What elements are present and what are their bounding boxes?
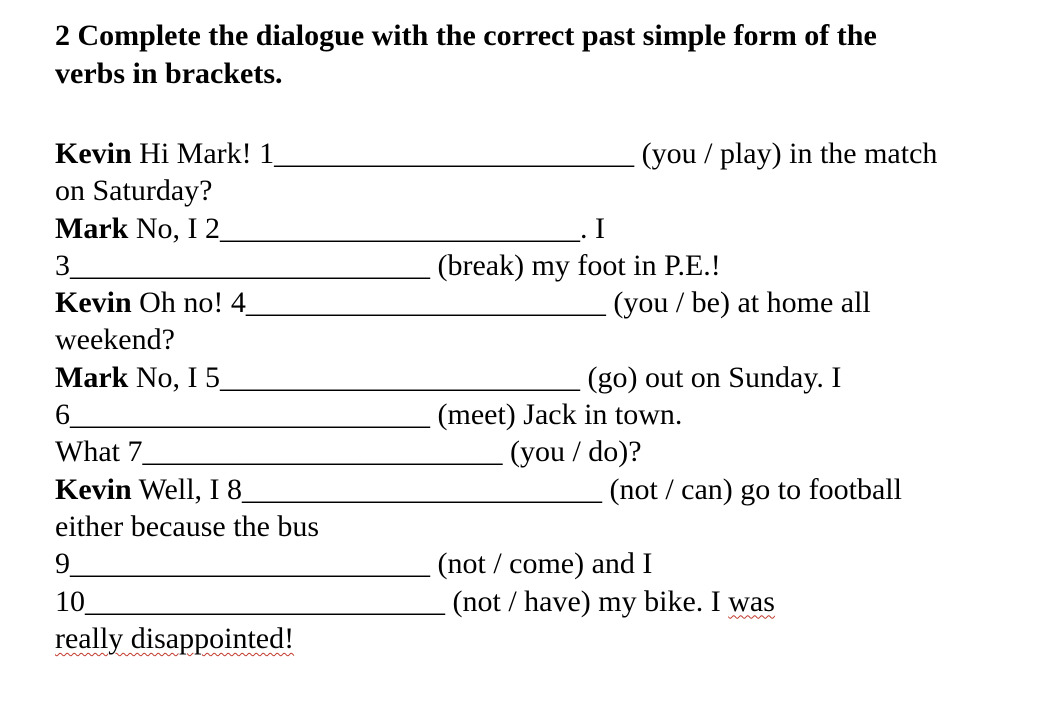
dialogue-line-1: Kevin Hi Mark! 1________________________… xyxy=(55,135,1045,172)
dialogue-line-4: 3________________________ (break) my foo… xyxy=(55,247,1045,284)
line-text: either because the bus xyxy=(55,509,320,543)
line-text: What 7________________________ (you / do… xyxy=(55,435,642,469)
line-text: 3________________________ (break) my foo… xyxy=(55,248,721,282)
dialogue-line-14: really disappointed! xyxy=(55,620,1045,657)
line-text: weekend? xyxy=(55,323,175,357)
line-text: 6________________________ (meet) Jack in… xyxy=(55,398,683,432)
speaker-mark: Mark xyxy=(55,360,129,394)
speaker-kevin: Kevin xyxy=(55,137,132,170)
dialogue-line-13: 10________________________ (not / have) … xyxy=(55,583,1045,620)
title-line-2: verbs in brackets. xyxy=(55,57,283,90)
speaker-kevin: Kevin xyxy=(55,472,132,506)
line-text: Well, I 8________________________ (not /… xyxy=(131,472,902,506)
speaker-mark: Mark xyxy=(55,211,129,245)
dialogue-line-12: 9________________________ (not / come) a… xyxy=(55,545,1045,582)
dialogue: Kevin Hi Mark! 1________________________… xyxy=(55,135,1045,657)
dialogue-line-6: weekend? xyxy=(55,321,1045,358)
dialogue-line-9: What 7________________________ (you / do… xyxy=(55,433,1045,470)
dialogue-line-7: Mark No, I 5________________________ (go… xyxy=(55,359,1045,396)
dialogue-line-5: Kevin Oh no! 4________________________ (… xyxy=(55,284,1045,321)
line-text: Hi Mark! 1________________________ (you … xyxy=(131,137,938,170)
spellcheck-word: was xyxy=(728,584,775,618)
line-text: on Saturday? xyxy=(55,174,213,208)
line-text: 9________________________ (not / come) a… xyxy=(55,547,653,581)
worksheet: 2 Complete the dialogue with the correct… xyxy=(55,17,1045,657)
line-text: 10________________________ (not / have) … xyxy=(55,584,729,618)
dialogue-line-10: Kevin Well, I 8________________________ … xyxy=(55,471,1045,508)
exercise-title: 2 Complete the dialogue with the correct… xyxy=(55,17,1045,93)
line-text: No, I 5________________________ (go) out… xyxy=(128,360,842,394)
line-text: Oh no! 4________________________ (you / … xyxy=(131,286,871,320)
speaker-kevin: Kevin xyxy=(55,286,132,320)
dialogue-line-8: 6________________________ (meet) Jack in… xyxy=(55,396,1045,433)
dialogue-line-3: Mark No, I 2________________________. I xyxy=(55,210,1045,247)
line-text: No, I 2________________________. I xyxy=(128,211,605,245)
dialogue-line-11: either because the bus xyxy=(55,508,1045,545)
dialogue-line-2: on Saturday? xyxy=(55,172,1045,209)
spellcheck-phrase: really disappointed! xyxy=(55,621,295,655)
title-line-1: 2 Complete the dialogue with the correct… xyxy=(55,19,877,52)
